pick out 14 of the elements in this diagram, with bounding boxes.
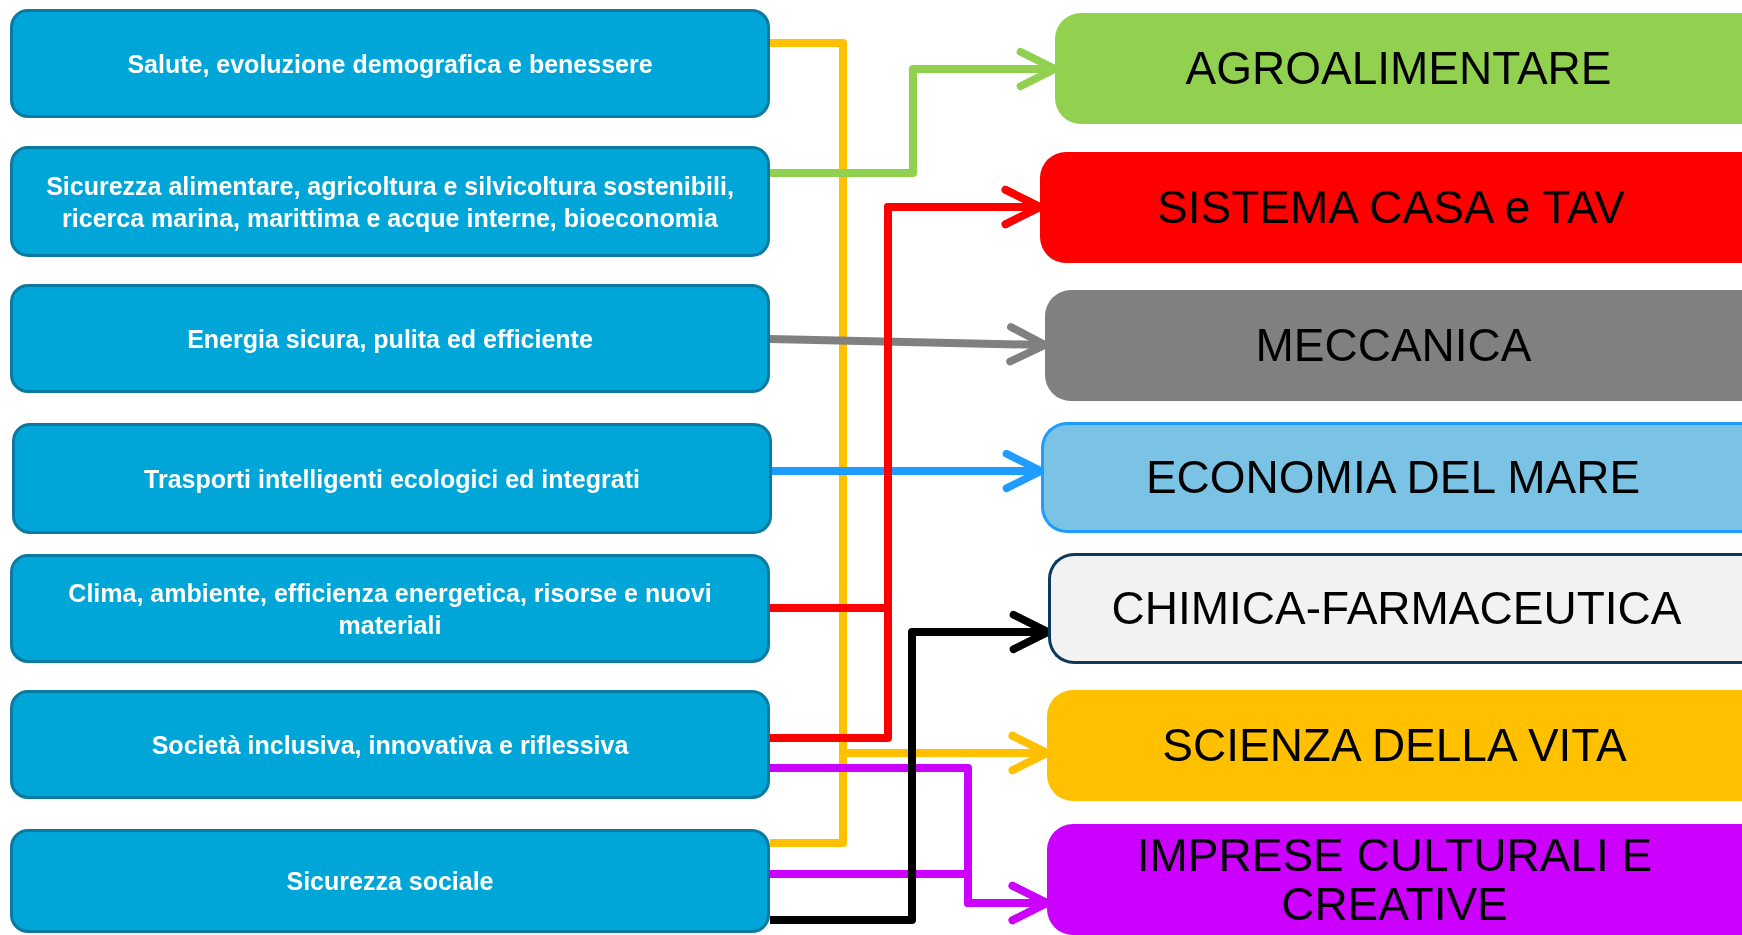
sector-box: MECCANICA [1045, 290, 1742, 401]
sector-box: SISTEMA CASA e TAV [1040, 152, 1742, 263]
challenge-box: Sicurezza sociale [10, 829, 770, 933]
challenge-box: Salute, evoluzione demografica e benessere [10, 9, 770, 118]
challenge-box: Sicurezza alimentare, agricoltura e silvicoltura sostenibili, ricerca marina, marittima e acque interne, bioeconomia [10, 146, 770, 257]
sector-box: ECONOMIA DEL MARE [1041, 422, 1742, 533]
sector-box: IMPRESE CULTURALI E CREATIVE [1047, 824, 1742, 935]
sector-box: AGROALIMENTARE [1055, 13, 1742, 124]
challenge-box: Società inclusiva, innovativa e riflessiva [10, 690, 770, 799]
sector-box: SCIENZA DELLA VITA [1047, 690, 1742, 801]
challenge-box: Clima, ambiente, efficienza energetica, risorse e nuovi materiali [10, 554, 770, 663]
sector-box: CHIMICA-FARMACEUTICA [1048, 553, 1742, 664]
challenge-box: Trasporti intelligenti ecologici ed integrati [12, 423, 772, 534]
challenge-box: Energia sicura, pulita ed efficiente [10, 284, 770, 393]
